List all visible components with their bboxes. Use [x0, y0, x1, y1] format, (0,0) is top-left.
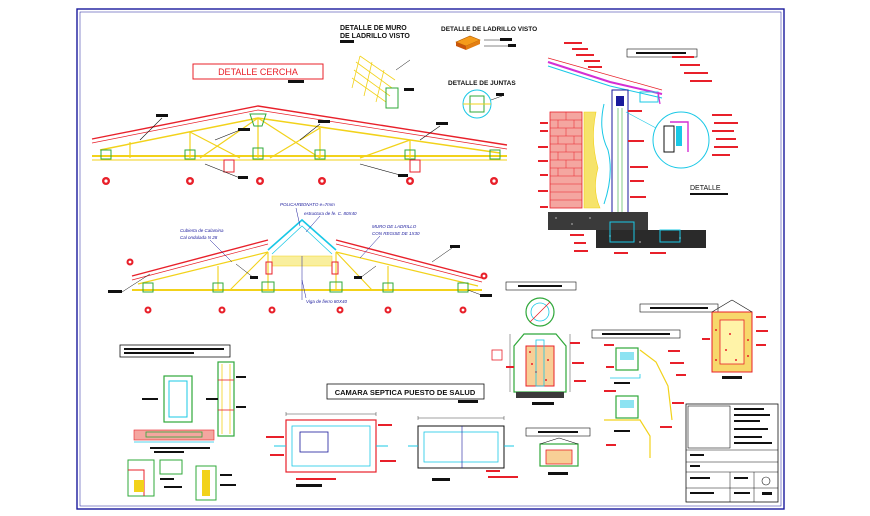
- wall-joint-detail: [591, 329, 686, 458]
- note-muro-1: MURO DE LADRILLO: [372, 224, 417, 229]
- cercha-title-block: DETALLE CERCHA: [192, 63, 324, 83]
- camara-septica: CAMARA SEPTICA PUESTO DE SALUD: [266, 383, 518, 487]
- truss-top: [91, 105, 508, 185]
- roof-wall-section: DETALLE: [538, 42, 738, 254]
- sheet-inner-border: [79, 11, 782, 507]
- note-cubierta-2: Cal ondulada N 28: [180, 235, 218, 240]
- juntas-title: DETALLE DE JUNTAS: [448, 80, 516, 87]
- ladrillo-visto-detail: DETALLE DE LADRILLO VISTO: [441, 26, 537, 50]
- camara-title: CAMARA SEPTICA PUESTO DE SALUD: [335, 388, 476, 397]
- inspection-chamber: [491, 281, 591, 475]
- muro-title-line1: DETALLE DE MURO: [340, 25, 407, 32]
- title-block: [685, 403, 779, 503]
- note-cubierta-1: Cubierta de Calamina: [180, 228, 224, 233]
- note-muro-2: CON REGISE DE 1X30: [372, 231, 420, 236]
- truss-skylight: POLICARBONATO e=7mm estructura de fe. C.…: [108, 202, 492, 314]
- window-detail: [119, 344, 246, 501]
- note-viga: Viga de fierro 80X40: [306, 299, 347, 304]
- ladrillo-visto-title: DETALLE DE LADRILLO VISTO: [441, 26, 537, 33]
- note-estructura: estructura de fe. C. 80X40: [304, 211, 357, 216]
- note-policarbonato: POLICARBONATO e=7mm: [280, 202, 335, 207]
- detalle-label: DETALLE: [690, 185, 721, 192]
- muro-title-line2: DE LADRILLO VISTO: [340, 33, 410, 40]
- sheet-border: [76, 8, 785, 510]
- soak-pit-detail: [639, 299, 768, 379]
- juntas-detail: DETALLE DE JUNTAS: [448, 80, 516, 119]
- muro-ladrillo-detail: DETALLE DE MURO DE LADRILLO VISTO: [340, 25, 414, 109]
- cercha-title: DETALLE CERCHA: [218, 67, 298, 77]
